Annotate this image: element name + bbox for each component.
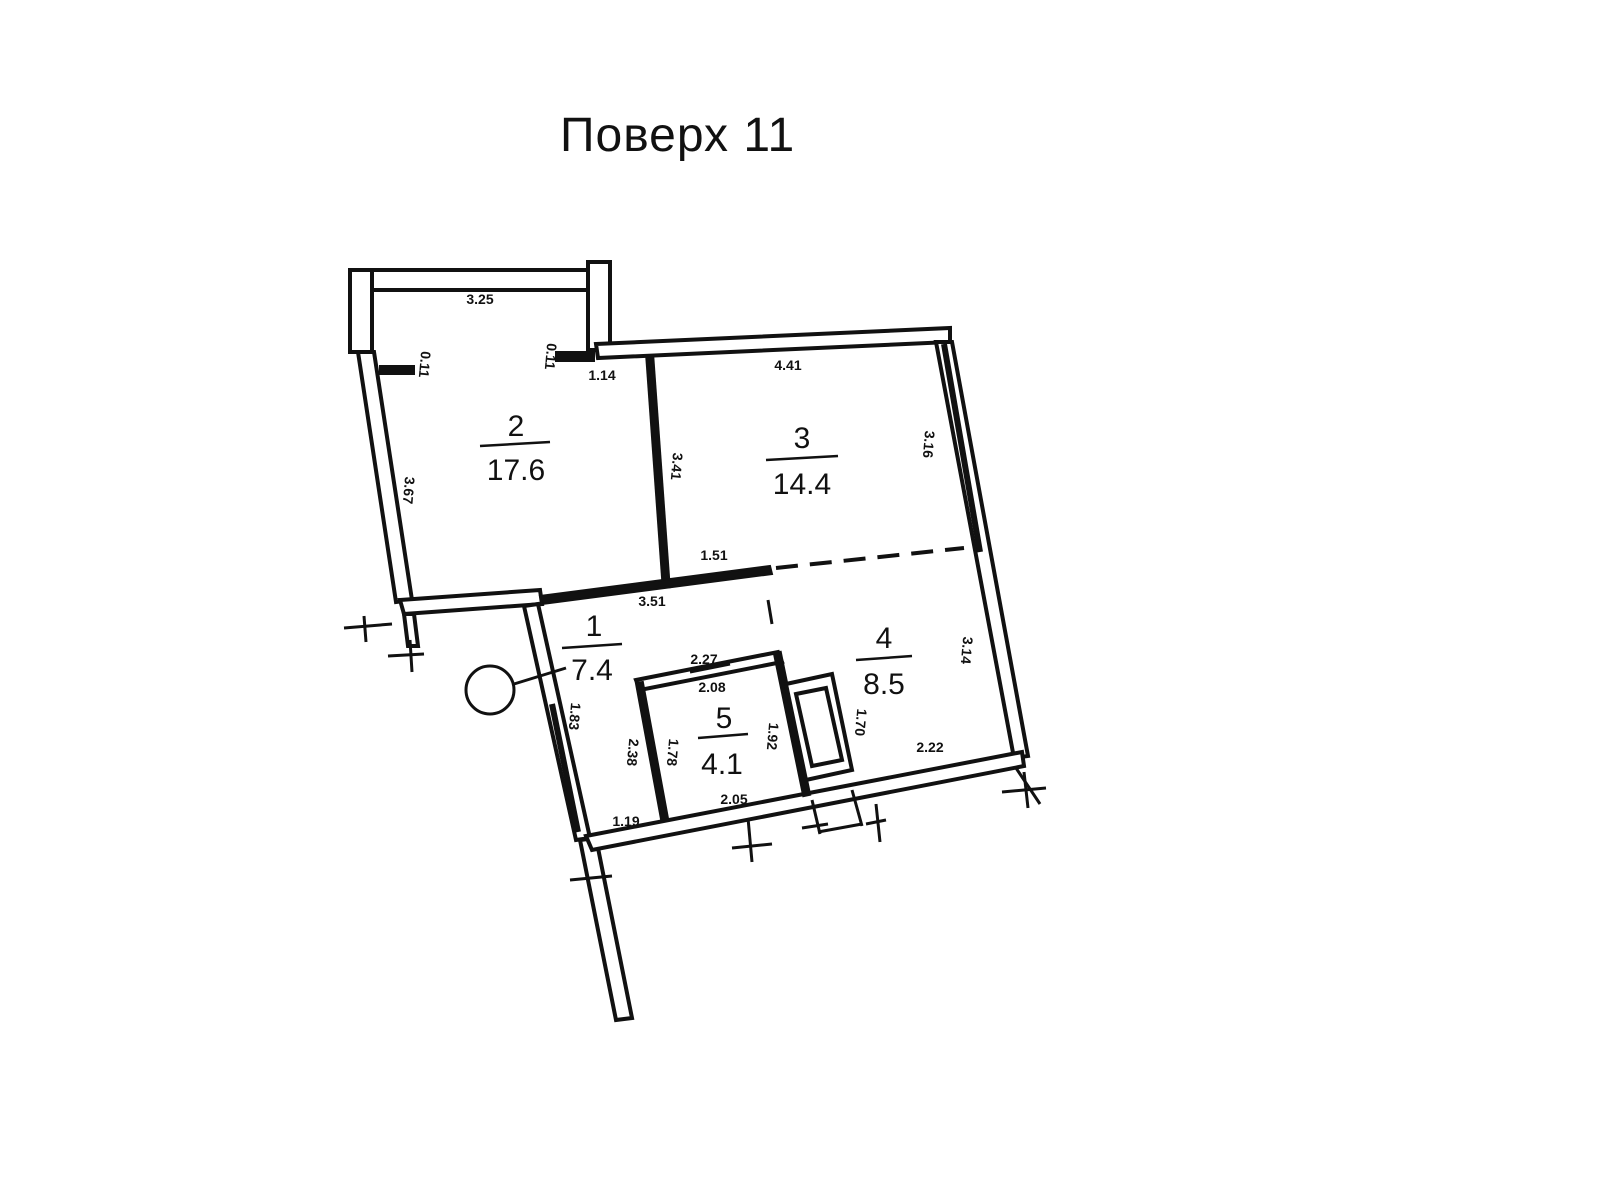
section-marker: [464, 664, 567, 716]
dim-room2-side-left: 3.67: [400, 476, 418, 505]
room-5-area: 4.1: [701, 748, 743, 781]
dim-room3-right: 3.16: [920, 430, 938, 459]
room-4-label: 4 8.5: [855, 622, 913, 701]
dim-room3-top: 4.41: [774, 357, 801, 373]
room-3-label: 3 14.4: [765, 422, 839, 501]
room-1-walls: [521, 601, 1027, 1023]
dim-room4-right: 3.14: [958, 636, 976, 665]
room-3-area: 14.4: [773, 468, 831, 501]
dim-room5-left: 1.78: [664, 738, 682, 767]
room-3-bottom-wall: [538, 546, 965, 606]
dim-room2-top: 3.25: [466, 291, 493, 307]
room-2-number: 2: [508, 410, 525, 443]
dim-room5-right: 1.92: [764, 722, 782, 751]
dim-room5-inner-top: 2.08: [698, 679, 725, 695]
dim-room2-post-right: 0.11: [542, 343, 560, 371]
room-5-label: 5 4.1: [697, 702, 749, 781]
room-3-number: 3: [794, 422, 811, 455]
dim-room1-left: 1.83: [566, 702, 584, 731]
dimension-labels: 3.25 3.67 0.11 0.11 1.14 4.41 3.41 3.16 …: [400, 291, 976, 829]
dim-room3-bottom: 1.51: [700, 547, 727, 563]
door-marks: [766, 599, 774, 625]
dim-room4-left: 1.70: [852, 708, 870, 737]
dim-room1-bath-left: 2.38: [624, 738, 642, 767]
dim-room1-top: 3.51: [638, 593, 665, 609]
shaft: [783, 671, 864, 835]
dim-room4-bottom: 2.22: [916, 739, 943, 755]
dim-room5-top: 2.27: [690, 651, 717, 667]
room-4-number: 4: [876, 622, 893, 655]
east-wall: [933, 340, 1031, 761]
room-5-number: 5: [716, 702, 733, 735]
room-2-label: 2 17.6: [479, 410, 551, 487]
room-4-area: 8.5: [863, 668, 905, 701]
room-1-label: 1 7.4: [561, 610, 623, 687]
room-1-area: 7.4: [571, 654, 613, 687]
dim-room2-post-left: 0.11: [416, 351, 434, 379]
dim-room1-bottom: 1.19: [612, 813, 639, 829]
dim-room3-left: 3.41: [668, 452, 686, 481]
dim-room2-bottom-right: 1.14: [588, 367, 615, 383]
floor-title: Поверх 11: [560, 109, 796, 162]
dim-room5-bottom: 2.05: [720, 791, 747, 807]
balcony: [348, 260, 612, 354]
axis-ticks: [343, 615, 1047, 882]
room-5-walls: [633, 649, 812, 822]
room-1-number: 1: [586, 610, 603, 643]
room-2-area: 17.6: [487, 454, 545, 487]
